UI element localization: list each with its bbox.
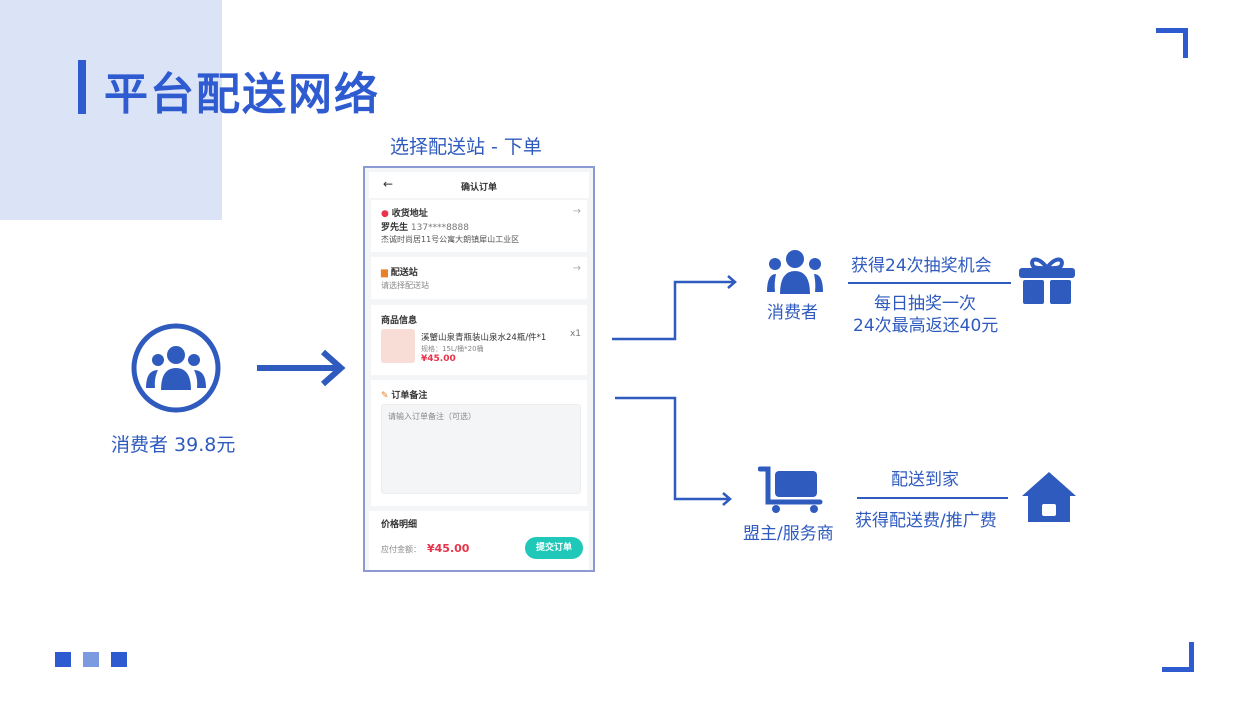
station-title: 配送站: [390, 268, 418, 278]
dot-decoration: [83, 652, 99, 667]
corner-decoration: [1156, 28, 1188, 58]
product-spec: 规格：15L/桶*20桶: [421, 345, 484, 353]
station-placeholder: 请选择配送站: [381, 281, 429, 290]
truck-icon: ▆: [381, 268, 388, 278]
decorative-panel: [0, 0, 222, 220]
recipient-name: 罗先生: [381, 223, 409, 233]
phone-caption: 选择配送站 - 下单: [390, 136, 542, 158]
page-header: 确认订单: [460, 183, 497, 193]
remark-input[interactable]: 请输入订单备注（可选）: [381, 404, 581, 494]
address-section[interactable]: ● 收货地址 → 罗先生 137****8888 杰诚时尚居11号公寓大朗镇犀山…: [371, 200, 587, 252]
price-detail-title: 价格明细: [381, 520, 418, 530]
corner-decoration: [1162, 642, 1194, 672]
product-name: 溪蟹山泉青瓶装山泉水24瓶/件*1: [421, 333, 547, 343]
consumer-group-icon: [767, 250, 823, 294]
address-title: 收货地址: [391, 209, 428, 219]
product-qty: x1: [569, 329, 581, 339]
arrow-icon: →: [572, 206, 581, 217]
product-image: [381, 329, 415, 363]
product-price: ¥45.00: [421, 354, 456, 364]
page-title: 平台配送网络: [104, 69, 380, 120]
dot-decoration: [55, 652, 71, 667]
consumer-reward-title: 获得24次抽奖机会: [851, 256, 992, 276]
arrow-right-icon: [257, 349, 346, 387]
location-pin-icon: ●: [381, 209, 389, 219]
merchant-benefit-title: 配送到家: [891, 470, 959, 490]
consumer-label: 消费者: [767, 303, 818, 323]
merchant-label: 盟主/服务商: [743, 524, 834, 544]
consumer-reward-line1: 每日抽奖一次: [874, 294, 976, 314]
consumer-reward-line2: 24次最高返还40元: [853, 316, 999, 336]
remark-title: 订单备注: [391, 391, 428, 401]
order-phone-mockup: ← 确认订单 ● 收货地址 → 罗先生 137****8888 杰诚时尚居11号…: [363, 166, 595, 572]
submit-order-button[interactable]: 提交订单: [525, 537, 583, 559]
title-accent-bar: [78, 60, 86, 114]
gift-icon: [1019, 257, 1075, 304]
back-arrow-icon[interactable]: ←: [383, 177, 394, 191]
total-amount: ¥45.00: [427, 542, 470, 555]
dot-decoration: [111, 652, 127, 667]
remark-section: ✎ 订单备注 请输入订单备注（可选）: [371, 380, 587, 506]
goods-title: 商品信息: [381, 316, 418, 326]
consumer-price-label: 消费者 39.8元: [111, 434, 236, 456]
flow-connectors: [612, 275, 737, 506]
delivery-station-section[interactable]: ▆ 配送站 → 请选择配送站: [371, 257, 587, 299]
recipient-phone: 137****8888: [410, 223, 469, 233]
divider: [848, 282, 1011, 284]
note-icon: ✎: [381, 391, 389, 401]
cart-icon: [758, 466, 823, 513]
goods-section: 商品信息 溪蟹山泉青瓶装山泉水24瓶/件*1 x1 规格：15L/桶*20桶 ¥…: [371, 305, 587, 375]
divider: [857, 497, 1008, 499]
arrow-icon: →: [572, 263, 581, 274]
home-icon: [1022, 472, 1076, 522]
total-label: 应付金额：: [381, 545, 421, 554]
merchant-benefit-detail: 获得配送费/推广费: [855, 511, 997, 531]
address-detail: 杰诚时尚居11号公寓大朗镇犀山工业区: [381, 235, 520, 244]
price-section: 价格明细 应付金额： ¥45.00 提交订单: [369, 511, 589, 570]
consumer-group-icon: [131, 323, 221, 413]
